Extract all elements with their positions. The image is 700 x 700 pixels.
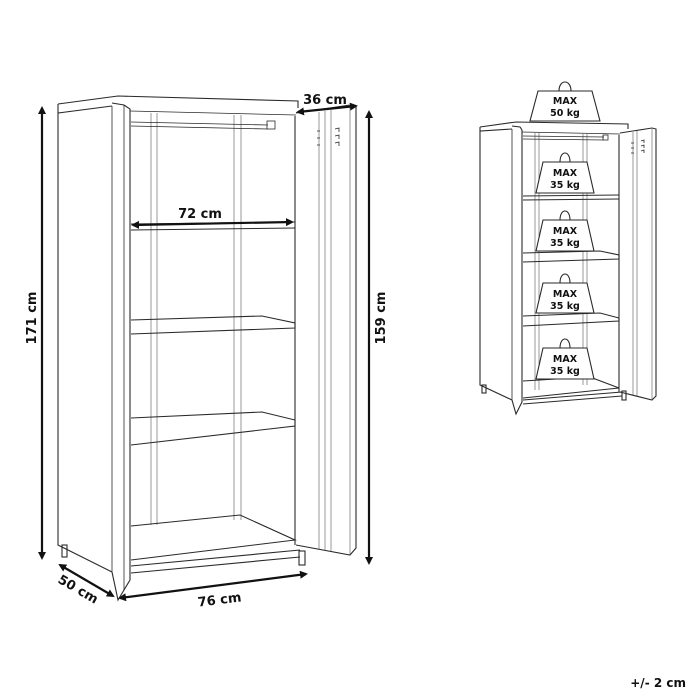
inner-width-label: 72 cm <box>178 207 222 222</box>
weight-shelf-2-line1: MAX <box>553 226 578 237</box>
weight-shelf-2-line2: 35 kg <box>550 238 580 249</box>
weight-shelf-1: MAX 35 kg <box>535 152 595 194</box>
weight-bottom-line2: 35 kg <box>550 366 580 377</box>
dimension-total-width: 76 cm <box>118 570 308 611</box>
total-height-label: 171 cm <box>25 292 40 345</box>
total-width-label: 76 cm <box>197 590 242 610</box>
weight-bottom: MAX 35 kg <box>535 338 595 380</box>
main-cabinet <box>57 95 357 602</box>
dimension-door-width: 36 cm <box>296 93 358 116</box>
door-width-label: 36 cm <box>303 93 347 108</box>
weight-top-line2: 50 kg <box>550 108 580 119</box>
inner-height-label: 159 cm <box>374 292 389 345</box>
tolerance-note: +/- 2 cm <box>630 676 686 690</box>
dimension-total-height: 171 cm <box>25 106 46 560</box>
depth-label: 50 cm <box>55 573 100 608</box>
weight-shelf-2: MAX 35 kg <box>535 210 595 252</box>
weight-shelf-1-line1: MAX <box>553 168 578 179</box>
dimension-depth: 50 cm <box>55 563 115 608</box>
load-cabinet <box>479 121 657 416</box>
weight-top: MAX 50 kg <box>529 81 601 122</box>
weight-bottom-line1: MAX <box>553 354 578 365</box>
weight-shelf-3-line1: MAX <box>553 289 578 300</box>
weight-shelf-3: MAX 35 kg <box>535 273 595 314</box>
dimension-inner-width: 72 cm <box>131 207 294 229</box>
weight-shelf-3-line2: 35 kg <box>550 301 580 312</box>
weight-top-line1: MAX <box>553 96 578 107</box>
dimension-inner-height: 159 cm <box>365 110 389 565</box>
weight-shelf-1-line2: 35 kg <box>550 180 580 191</box>
